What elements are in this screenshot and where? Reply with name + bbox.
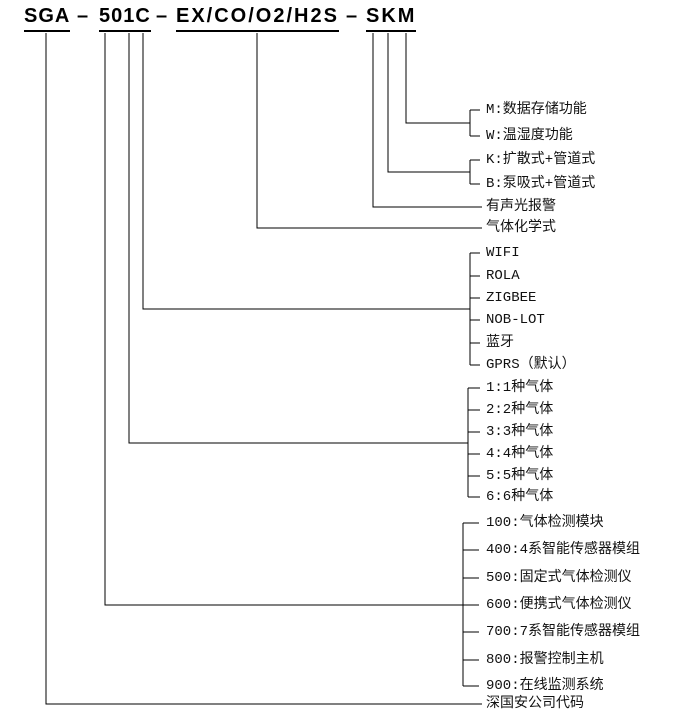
label-series-800: 800:报警控制主机	[486, 652, 604, 668]
label-comm-gprs: GPRS（默认）	[486, 357, 576, 373]
label-sampling-b: B:泵吸式+管道式	[486, 176, 596, 192]
label-series-400: 400:4系智能传感器模组	[486, 542, 641, 558]
label-comm-bluetooth: 蓝牙	[486, 335, 514, 351]
label-comm-nblot: NOB-LOT	[486, 312, 545, 328]
connector-gas-formula-line	[256, 33, 482, 229]
connector-communication-line	[142, 33, 470, 310]
label-alarm: 有声光报警	[486, 199, 556, 215]
label-series-500: 500:固定式气体检测仪	[486, 570, 632, 586]
label-gascount-4: 4:4种气体	[486, 446, 554, 462]
connector-sampling-line	[387, 33, 470, 173]
title-segment-gas-formula: EX/CO/O2/H2S	[176, 5, 339, 32]
label-gascount-2: 2:2种气体	[486, 402, 554, 418]
label-comm-rola: ROLA	[486, 268, 520, 284]
title-separator: –	[77, 5, 89, 27]
connector-alarm-line	[372, 33, 482, 208]
label-series-600: 600:便携式气体检测仪	[486, 597, 632, 613]
label-series-900: 900:在线监测系统	[486, 678, 604, 694]
label-comm-wifi: WIFI	[486, 245, 520, 261]
label-gascount-1: 1:1种气体	[486, 380, 554, 396]
label-gascount-6: 6:6种气体	[486, 489, 554, 505]
connector-storage-line	[405, 33, 470, 124]
label-series-100: 100:气体检测模块	[486, 515, 604, 531]
label-sampling-k: K:扩散式+管道式	[486, 152, 596, 168]
title-separator: –	[346, 5, 358, 27]
bracket-storage	[469, 109, 480, 137]
label-company-code: 深国安公司代码	[486, 696, 584, 712]
bracket-communication	[469, 252, 480, 366]
connector-company-line	[45, 33, 482, 705]
title-separator: –	[156, 5, 168, 27]
title-segment-suffix: SKM	[366, 5, 417, 32]
label-comm-zigbee: ZIGBEE	[486, 290, 537, 306]
title-segment-series: 501C	[99, 5, 151, 32]
bracket-sampling	[469, 159, 480, 185]
label-gas-formula: 气体化学式	[486, 220, 556, 236]
connector-series-line	[104, 33, 463, 606]
title-segment-company: SGA	[24, 5, 71, 32]
label-storage-w: W:温湿度功能	[486, 128, 573, 144]
bracket-series	[462, 522, 479, 687]
label-storage-m: M:数据存储功能	[486, 102, 587, 118]
bracket-gas-count	[467, 387, 480, 498]
label-gascount-3: 3:3种气体	[486, 424, 554, 440]
label-series-700: 700:7系智能传感器模组	[486, 624, 641, 640]
connector-gas-count-line	[128, 33, 468, 444]
label-gascount-5: 5:5种气体	[486, 468, 554, 484]
